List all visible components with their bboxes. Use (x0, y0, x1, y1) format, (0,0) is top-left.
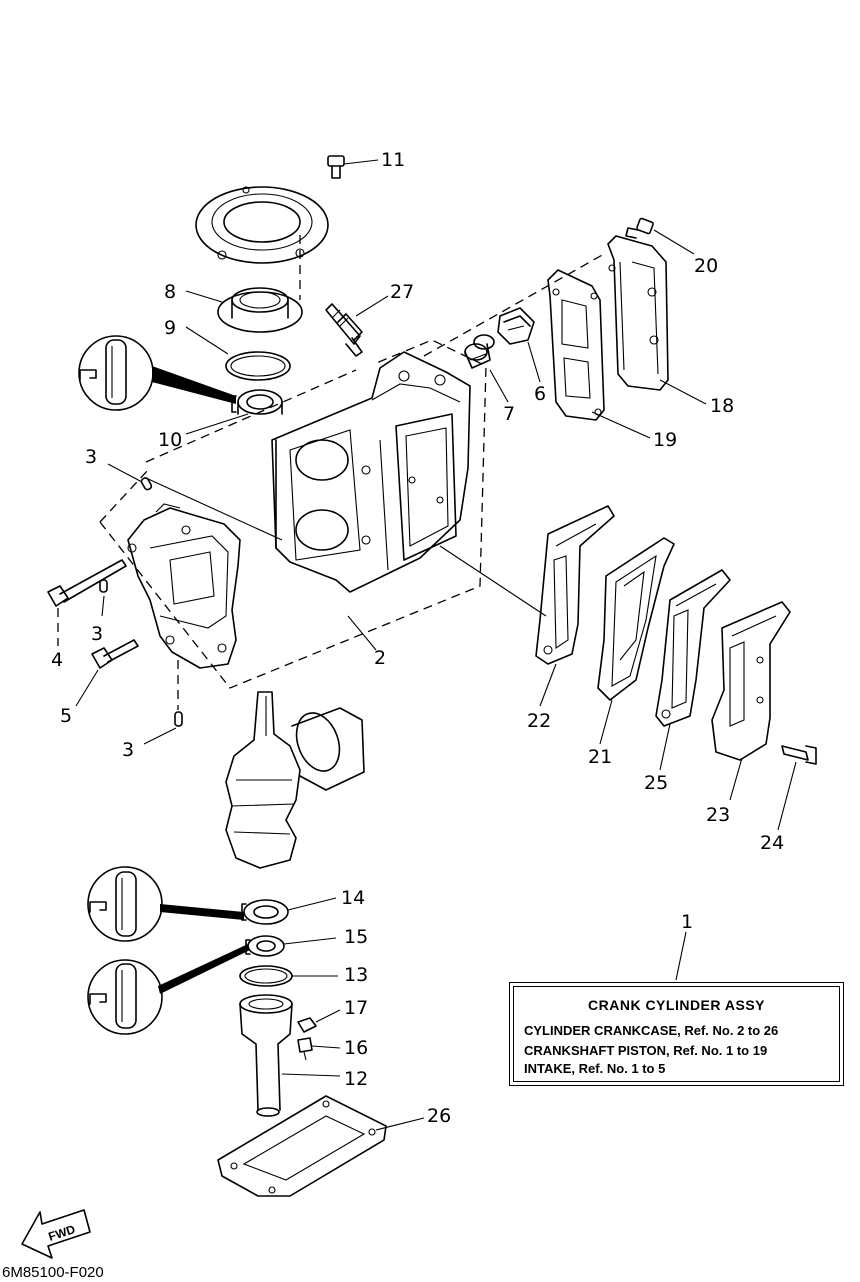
callout-20: 20 (694, 255, 718, 277)
callout-24: 24 (760, 832, 784, 854)
callout-labels: 11 20 8 27 9 6 18 10 7 19 3 3 4 2 5 22 2… (51, 149, 784, 1127)
callout-25: 25 (644, 772, 668, 794)
oil-seal-10 (185, 389, 283, 435)
callout-13: 13 (344, 964, 368, 986)
callout-4: 4 (51, 649, 63, 671)
fwd-arrow-icon: FWD (21, 1209, 91, 1259)
reference-line: CRANKSHAFT PISTON, Ref. No. 1 to 19 (524, 1043, 768, 1058)
callout-12: 12 (344, 1068, 368, 1090)
callout-9: 9 (164, 317, 176, 339)
o-ring-13 (239, 965, 338, 987)
drawing-code: 6M85100-F020 (2, 1264, 104, 1281)
gasket-19 (547, 269, 651, 439)
bolt-20 (625, 217, 695, 255)
bolt-16 (297, 1037, 341, 1061)
dowel-pin-3 (99, 463, 183, 745)
cylinder-block-2 (271, 351, 471, 593)
callout-8: 8 (164, 281, 176, 303)
spark-plug-27 (325, 295, 389, 357)
reference-title: CRANK CYLINDER ASSY (588, 997, 765, 1013)
grease-icon (78, 335, 236, 411)
intake-manifold-23 (711, 601, 791, 801)
bolt-4 (47, 559, 127, 646)
callout-3: 3 (85, 446, 97, 468)
gasket-25 (655, 569, 731, 771)
grease-icon (87, 866, 244, 942)
callout-23: 23 (706, 804, 730, 826)
thermostat-cover-6 (497, 307, 541, 383)
bolt-24 (777, 745, 817, 831)
callout-18: 18 (710, 395, 734, 417)
callout-27: 27 (390, 281, 414, 303)
callout-10: 10 (158, 429, 182, 451)
callout-2: 2 (374, 647, 386, 669)
callout-15: 15 (344, 926, 368, 948)
gasket-22 (535, 505, 615, 707)
callout-21: 21 (588, 746, 612, 768)
callout-1: 1 (681, 911, 693, 933)
oil-seal-14 (241, 897, 337, 925)
callout-5: 5 (60, 705, 72, 727)
callout-7: 7 (503, 403, 515, 425)
reference-line: CYLINDER CRANKCASE, Ref. No. 2 to 26 (524, 1023, 779, 1038)
sleeve-12 (239, 994, 341, 1117)
callout-3: 3 (122, 739, 134, 761)
callout-17: 17 (344, 997, 368, 1019)
nut-17 (297, 1009, 341, 1033)
crankcase (127, 503, 241, 669)
callout-14: 14 (341, 887, 365, 909)
bolt-5 (75, 639, 139, 707)
reference-line: INTAKE, Ref. No. 1 to 5 (524, 1061, 666, 1076)
callout-16: 16 (344, 1037, 368, 1059)
reed-valve-21 (597, 537, 675, 745)
callout-11: 11 (381, 149, 405, 171)
callout-3: 3 (91, 623, 103, 645)
callout-22: 22 (527, 710, 551, 732)
callout-6: 6 (534, 383, 546, 405)
grease-icon (87, 944, 250, 1035)
callout-26: 26 (427, 1105, 451, 1127)
gasket-26 (217, 1095, 425, 1197)
cover-18 (607, 235, 707, 405)
callout-19: 19 (653, 429, 677, 451)
reference-box: CRANK CYLINDER ASSY CYLINDER CRANKCASE, … (509, 982, 844, 1086)
bolt-11 (327, 155, 379, 179)
crankshaft (225, 691, 365, 869)
seal-housing-8 (185, 287, 303, 333)
bearing-housing-plate (195, 186, 329, 300)
o-ring-9 (185, 326, 291, 381)
oil-seal-15 (245, 935, 337, 957)
